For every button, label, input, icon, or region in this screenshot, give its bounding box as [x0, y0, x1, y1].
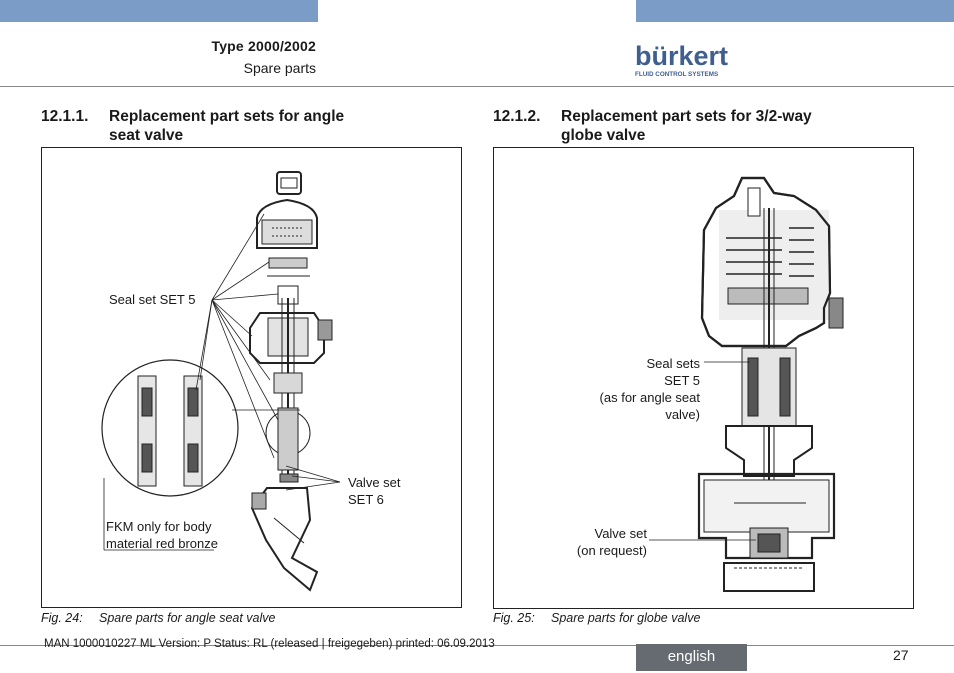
figure-angle-seat-valve: Seal set SET 5 Valve set SET 6 FKM only …: [41, 147, 462, 608]
label-valve-set-line1: Valve set: [594, 526, 647, 541]
globe-valve-drawing: [649, 176, 844, 592]
section-title-line1: Replacement part sets for angle: [109, 108, 345, 125]
label-seal-sets-line2: SET 5: [664, 373, 700, 388]
section-number: 12.1.2.: [493, 108, 541, 125]
logo-wordmark: bürkert: [635, 41, 728, 71]
angle-seat-valve-drawing: [101, 171, 341, 592]
footer-divider: [0, 645, 954, 646]
label-valve-set-line1: Valve set: [348, 475, 401, 490]
label-seal-sets-line4: valve): [665, 407, 700, 422]
figure-globe-valve: Seal sets SET 5 (as for angle seat valve…: [493, 147, 914, 609]
section-title-line1: Replacement part sets for 3/2-way: [561, 108, 812, 125]
header-subtitle: Spare parts: [243, 60, 316, 76]
label-seal-sets-line1: Seal sets: [646, 356, 700, 371]
section-title-line2: seat valve: [109, 127, 184, 144]
label-fkm-line1: FKM only for body: [106, 519, 212, 534]
header-type-label: Type 2000/2002: [211, 38, 316, 54]
section-title-globe-valve: 12.1.2. Replacement part sets for 3/2-way…: [493, 107, 933, 145]
section-title-angle-seat: 12.1.1. Replacement part sets for angle s…: [41, 107, 461, 145]
label-seal-set: Seal set SET 5: [109, 292, 196, 307]
caption-text: Spare parts for globe valve: [551, 611, 701, 625]
footer-document-info: MAN 1000010227 ML Version: P Status: RL …: [44, 638, 495, 650]
section-title-line2: globe valve: [561, 127, 646, 144]
label-fkm-line2: material red bronze: [106, 536, 218, 551]
language-tab: english: [636, 644, 747, 671]
caption-number: Fig. 24:: [41, 611, 83, 625]
label-valve-set-line2: SET 6: [348, 492, 384, 507]
label-valve-set-line2: (on request): [576, 543, 647, 558]
caption-text: Spare parts for angle seat valve: [99, 611, 276, 625]
top-bar-left: [0, 0, 318, 22]
page-number: 27: [893, 647, 909, 663]
logo-tagline: FLUID CONTROL SYSTEMS: [635, 71, 718, 78]
header-divider: [0, 86, 954, 87]
caption-number: Fig. 25:: [493, 611, 535, 625]
burkert-logo: bürkert FLUID CONTROL SYSTEMS: [635, 41, 728, 78]
top-bar-right: [636, 0, 954, 22]
figure-caption-25: Fig. 25: Spare parts for globe valve: [493, 611, 700, 625]
section-number: 12.1.1.: [41, 108, 89, 125]
figure-caption-24: Fig. 24: Spare parts for angle seat valve: [41, 611, 276, 625]
label-seal-sets-line3: (as for angle seat: [599, 390, 700, 405]
